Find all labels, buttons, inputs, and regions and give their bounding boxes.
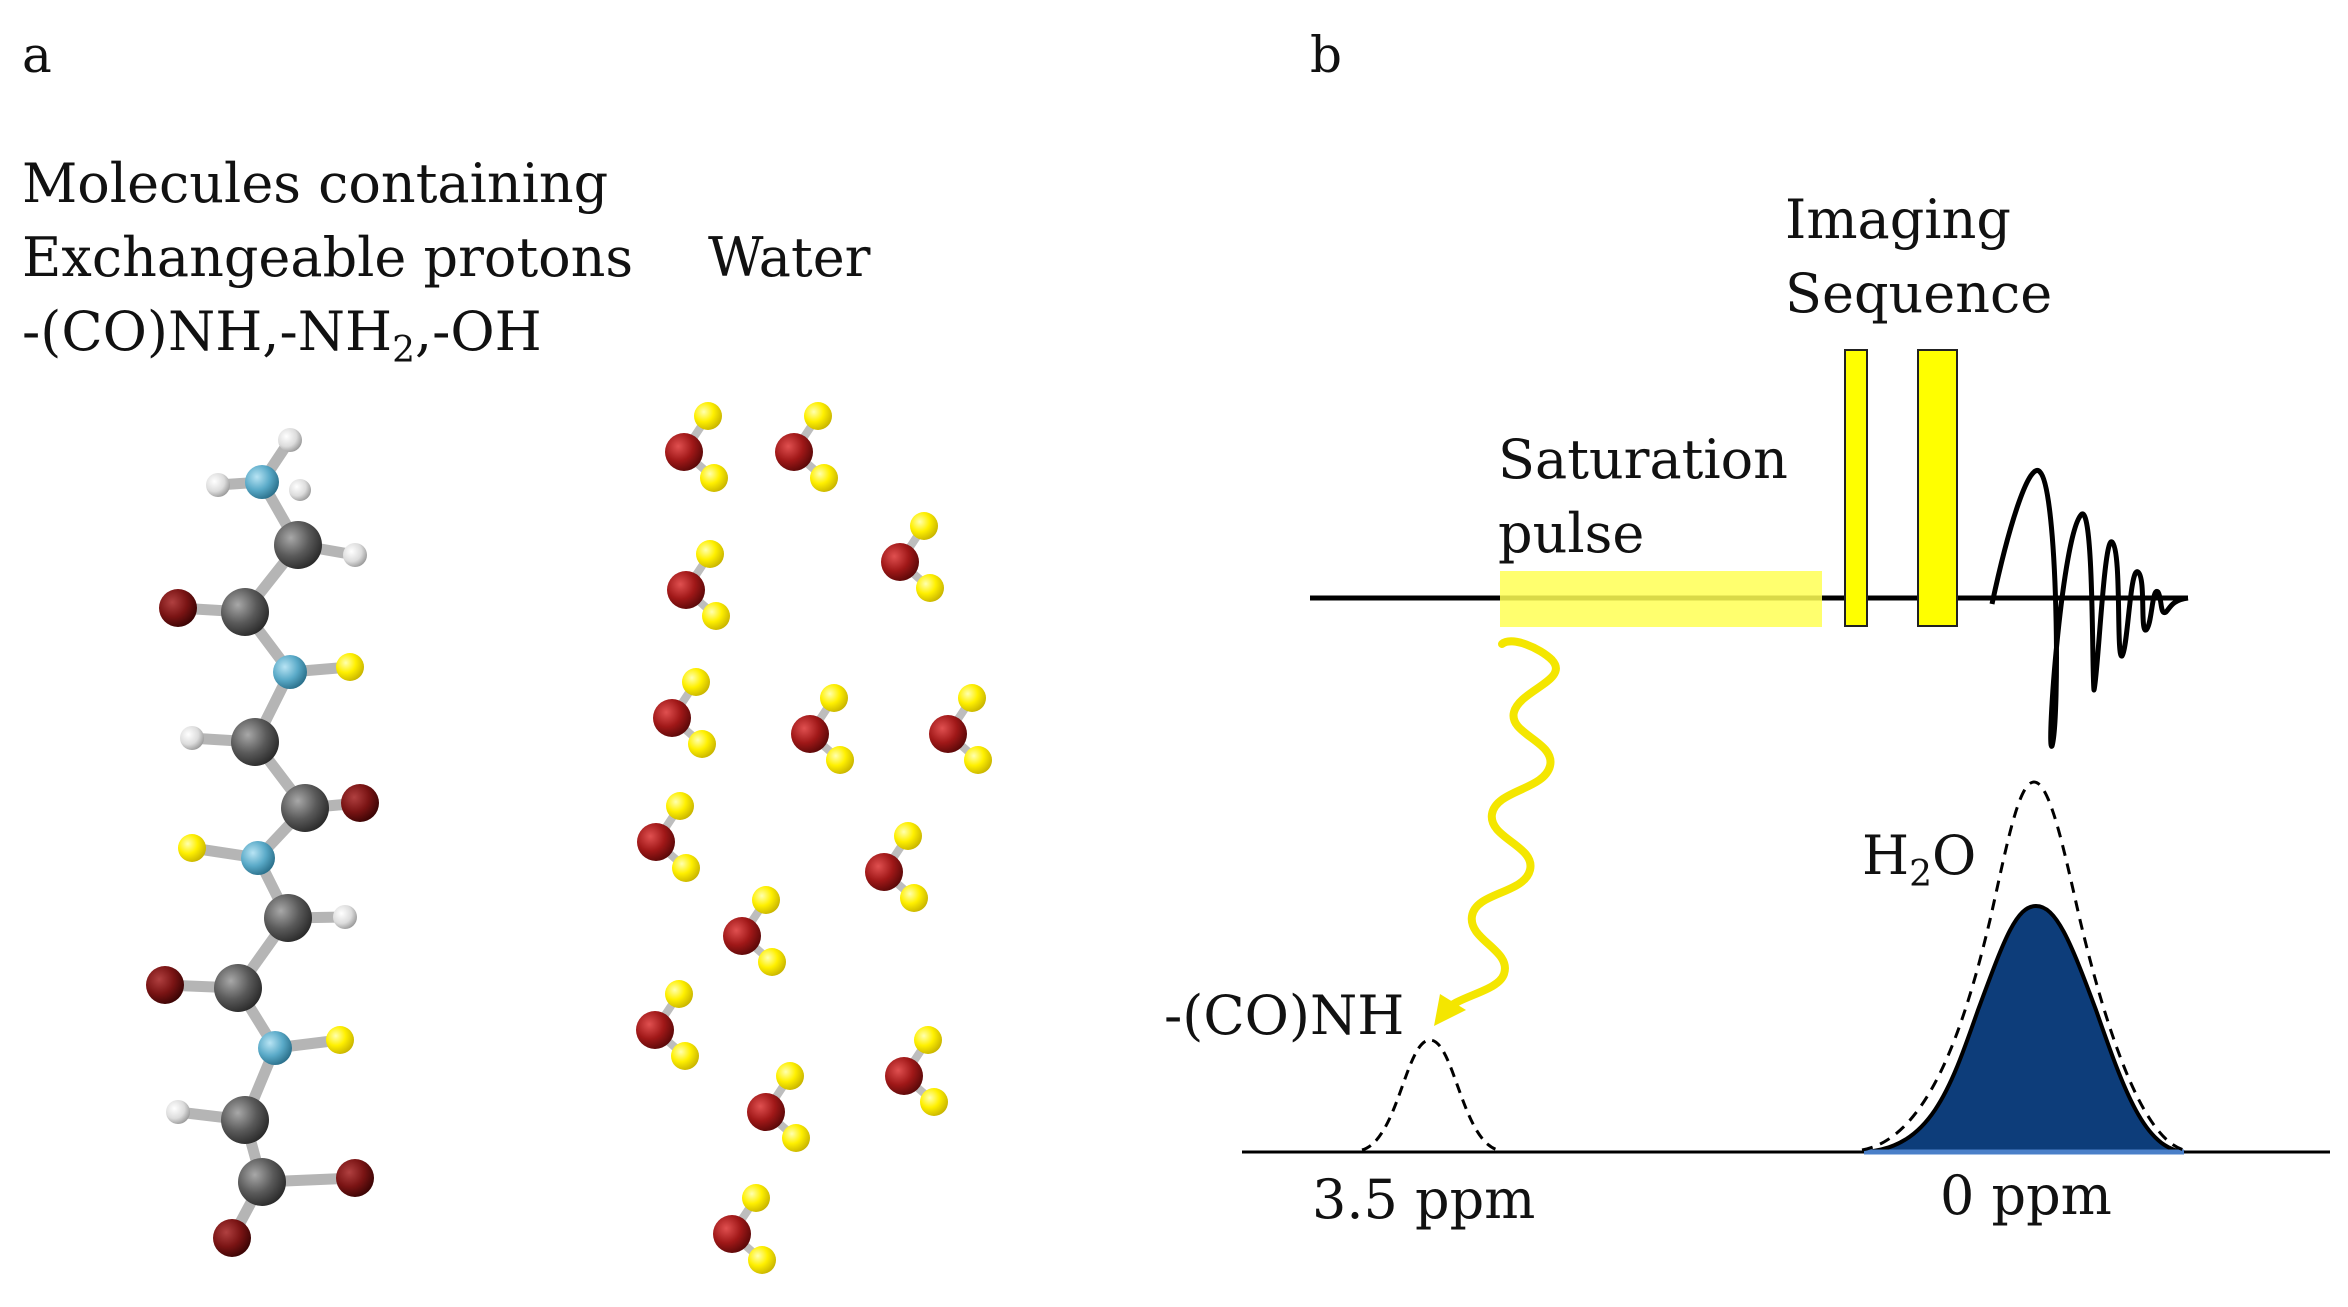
water-molecule-icon xyxy=(885,1026,948,1116)
water-title: Water xyxy=(708,226,871,289)
saturation-label-line1: Saturation xyxy=(1498,428,1788,491)
saturation-pulse-block xyxy=(1500,571,1822,627)
echo-signal xyxy=(1989,467,2189,749)
amide-ppm-label: 3.5 ppm xyxy=(1312,1168,1535,1231)
water-molecules xyxy=(636,402,992,1274)
water-peak-label: H2O xyxy=(1862,824,1976,895)
water-molecule-icon xyxy=(791,684,854,774)
rf-pulse-1 xyxy=(1844,349,1868,627)
molecule-groups-label: -(CO)NH,-NH2,-OH xyxy=(22,300,542,371)
water-molecule-icon xyxy=(775,402,838,492)
panel-b-label: b xyxy=(1310,26,1342,84)
water-molecule-icon xyxy=(667,540,730,630)
water-peak-reference xyxy=(1861,780,2185,1152)
water-molecule-icon xyxy=(723,886,786,976)
water-molecule-icon xyxy=(653,668,716,758)
water-molecule-icon xyxy=(665,402,728,492)
imaging-label-line2: Sequence xyxy=(1785,262,2052,325)
water-molecule-icon xyxy=(865,822,928,912)
water-molecule-icon xyxy=(713,1184,776,1274)
water-molecule-icon xyxy=(637,792,700,882)
panel-a-label: a xyxy=(22,26,52,84)
water-peak-saturated xyxy=(1863,903,2185,1154)
molecule-title-line1: Molecules containing xyxy=(22,152,608,215)
water-ppm-label: 0 ppm xyxy=(1940,1164,2112,1227)
amide-peak-label: -(CO)NH xyxy=(1164,984,1404,1047)
water-molecule-icon xyxy=(747,1062,810,1152)
saturation-label-line2: pulse xyxy=(1498,502,1644,565)
molecule-title-line2: Exchangeable protons xyxy=(22,226,633,289)
water-molecule-icon xyxy=(881,512,944,602)
wavy-arrow-icon xyxy=(1434,637,1560,1026)
rf-pulse-2 xyxy=(1917,349,1958,627)
water-molecule-icon xyxy=(929,684,992,774)
imaging-label-line1: Imaging xyxy=(1785,188,2011,251)
peptide-molecule xyxy=(146,428,379,1257)
water-molecule-icon xyxy=(636,980,699,1070)
amide-peak-dashed xyxy=(1361,1038,1499,1152)
